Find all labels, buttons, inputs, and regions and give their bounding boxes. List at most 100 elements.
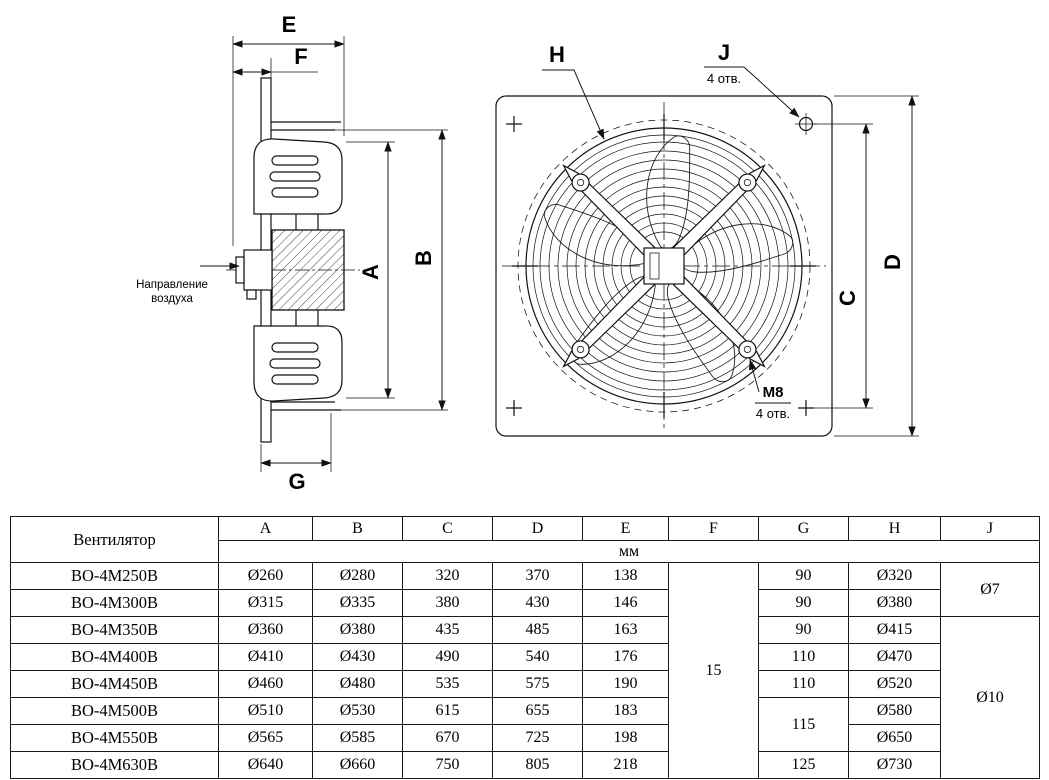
housing-bottom-line [271, 401, 341, 411]
cell-f-merged: 15 [668, 562, 759, 779]
dim-leader-h [542, 69, 605, 140]
dim-label-j: J [718, 40, 730, 65]
cell-d: 485 [492, 616, 583, 644]
cell-a: Ø640 [218, 751, 313, 779]
cell-c: 615 [402, 697, 493, 725]
cell-e: 218 [582, 751, 669, 779]
blade-slot [271, 342, 319, 353]
side-view-dimensions: E F A B G Направление воздуха [136, 12, 448, 494]
blade-bottom [253, 325, 343, 402]
dimensions-table: Вентилятор A B C D E F G H J мм ВО-4М250… [10, 516, 1040, 779]
motor-body [271, 229, 345, 311]
housing-top-line [271, 121, 341, 131]
col-header-e: E [582, 516, 669, 541]
cell-h: Ø470 [848, 643, 941, 671]
table-row: ВО-4М350В Ø360 Ø380 435 485 163 90 Ø415 … [10, 616, 1040, 779]
air-direction-label-2: воздуха [151, 293, 193, 305]
col-header-j: J [940, 516, 1040, 541]
cell-e: 176 [582, 643, 669, 671]
blade-slot [269, 171, 321, 182]
cell-d: 725 [492, 724, 583, 752]
cell-h: Ø380 [848, 589, 941, 617]
col-header-g: G [758, 516, 849, 541]
fan-model: ВО-4М250В [10, 562, 219, 590]
front-view-dimensions: H J 4 отв. C D M8 4 отв. [542, 40, 919, 437]
table-header-fan: Вентилятор [10, 516, 219, 563]
hub-detail [649, 252, 660, 280]
cell-g: 90 [758, 589, 849, 617]
dim-label-f: F [294, 44, 307, 69]
cell-e: 190 [582, 670, 669, 698]
cell-a: Ø315 [218, 589, 313, 617]
fan-model: ВО-4М450В [10, 670, 219, 698]
cell-g: 110 [758, 670, 849, 698]
cell-b: Ø585 [312, 724, 403, 752]
cell-d: 575 [492, 670, 583, 698]
cell-a: Ø260 [218, 562, 313, 590]
cell-d: 540 [492, 643, 583, 671]
motor-end-cap [243, 249, 273, 291]
drawing-area: E F A B G Направление воздуха [136, 12, 919, 494]
cell-e: 163 [582, 616, 669, 644]
spoke-screw-boss [738, 173, 757, 192]
j-holes-note: 4 отв. [707, 71, 741, 86]
dim-leader-j [743, 66, 800, 118]
side-view [226, 77, 360, 443]
table-row: ВО-4М300В Ø315 Ø335 380 430 146 90 Ø380 [10, 589, 1040, 617]
spoke-screw-boss [571, 173, 590, 192]
cell-g: 110 [758, 643, 849, 671]
table-row: ВО-4М550В Ø565 Ø585 670 725 198 Ø650 [10, 724, 1040, 752]
col-header-d: D [492, 516, 583, 541]
cell-b: Ø380 [312, 616, 403, 644]
dim-leader-m8 [749, 359, 760, 393]
thread-label: M8 [763, 384, 784, 401]
dim-label-a: A [358, 264, 383, 280]
dim-label-e: E [282, 12, 297, 37]
blade-slot [269, 358, 321, 369]
col-header-f: F [668, 516, 759, 541]
motor-fitting [246, 289, 257, 300]
cell-e: 146 [582, 589, 669, 617]
cell-h: Ø730 [848, 751, 941, 779]
col-header-c: C [402, 516, 493, 541]
blade-slot [271, 187, 319, 198]
fan-technical-drawing: E F A B G Направление воздуха [136, 12, 919, 494]
cell-g: 90 [758, 562, 849, 590]
dim-label-h: H [549, 42, 565, 67]
fan-model: ВО-4М300В [10, 589, 219, 617]
cell-a: Ø360 [218, 616, 313, 644]
col-header-a: A [218, 516, 313, 541]
table-row: ВО-4М450В Ø460 Ø480 535 575 190 110 Ø520 [10, 670, 1040, 698]
spoke-screw-boss [738, 340, 757, 359]
cell-g: 125 [758, 751, 849, 779]
fan-model: ВО-4М400В [10, 643, 219, 671]
cell-a: Ø460 [218, 670, 313, 698]
cell-h: Ø320 [848, 562, 941, 590]
cell-e: 138 [582, 562, 669, 590]
cell-d: 655 [492, 697, 583, 725]
cell-h: Ø650 [848, 724, 941, 752]
blade-top [253, 138, 343, 215]
centerline-ticks [512, 114, 816, 418]
spoke-screw-boss [571, 340, 590, 359]
cell-a: Ø565 [218, 724, 313, 752]
fan-model: ВО-4М550В [10, 724, 219, 752]
cell-c: 435 [402, 616, 493, 644]
front-view [495, 95, 833, 437]
blade-slot [271, 374, 319, 385]
dim-label-d: D [880, 254, 905, 270]
cell-b: Ø280 [312, 562, 403, 590]
cell-d: 430 [492, 589, 583, 617]
cell-j-merged-large: Ø10 [940, 616, 1040, 779]
blade-slot [271, 155, 319, 166]
col-header-h: H [848, 516, 941, 541]
cell-h: Ø580 [848, 697, 941, 725]
mounting-holes [506, 113, 817, 416]
motor-shaft-end [235, 256, 245, 284]
cell-g: 90 [758, 616, 849, 644]
table-row: ВО-4М250В Ø260 Ø280 320 370 138 15 90 Ø3… [10, 562, 1040, 779]
table-row: ВО-4М630В Ø640 Ø660 750 805 218 125 Ø730 [10, 751, 1040, 779]
cell-b: Ø530 [312, 697, 403, 725]
fan-model: ВО-4М350В [10, 616, 219, 644]
cell-b: Ø335 [312, 589, 403, 617]
